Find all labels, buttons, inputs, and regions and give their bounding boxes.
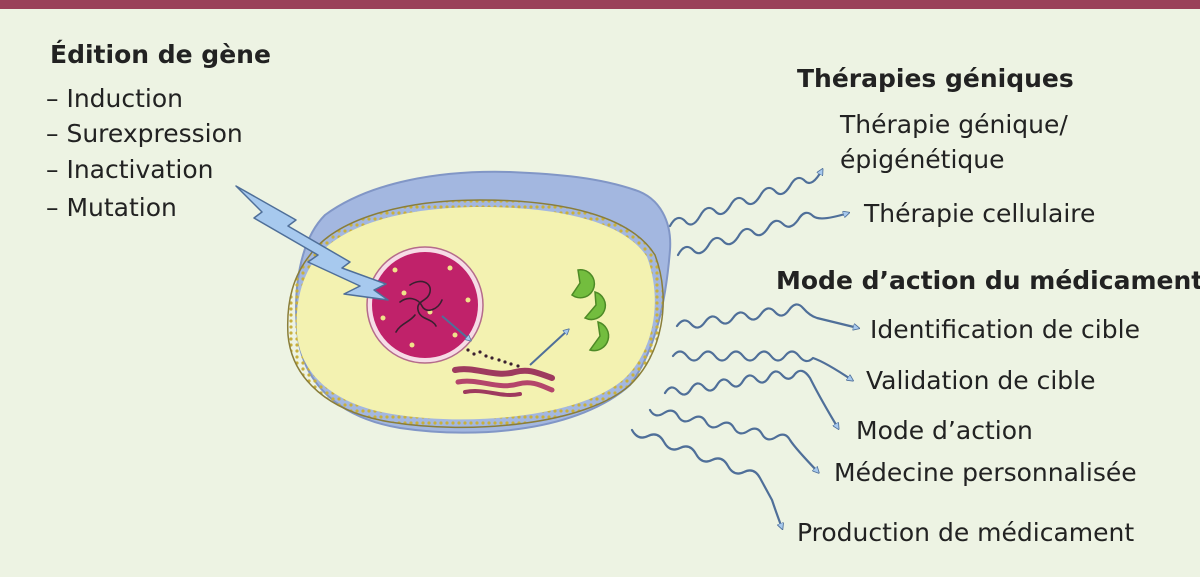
gene-therapy-label-line2: épigénétique: [840, 145, 1005, 174]
gene-therapy-label-line1: Thérapie génique/: [840, 110, 1068, 139]
gene-editing-item-mutation: – Mutation: [46, 193, 177, 222]
wave-arrow-4: [671, 350, 852, 381]
nucleus: [372, 252, 478, 358]
gene-editing-item-overexpression: – Surexpression: [46, 119, 243, 148]
wave-arrow-3: [675, 303, 858, 328]
top-bar: [0, 0, 1200, 9]
gene-editing-item-inactivation: – Inactivation: [46, 155, 214, 184]
drug-production-label: Production de médicament: [797, 518, 1135, 547]
wave-arrow-5: [663, 369, 838, 428]
gene-editing-title: Édition de gène: [50, 40, 271, 69]
target-validation-label: Validation de cible: [866, 366, 1096, 395]
ribosome-dots: [466, 348, 520, 368]
wave-arrow-2: [676, 213, 848, 257]
drug-moa-title: Mode d’action du médicament: [776, 266, 1200, 295]
wave-arrow-6: [648, 408, 818, 472]
gene-therapies-title: Thérapies géniques: [797, 64, 1074, 93]
green-proteins: [570, 269, 610, 352]
target-identification-label: Identification de cible: [870, 315, 1140, 344]
gene-editing-item-induction: – Induction: [46, 84, 184, 113]
personalized-medicine-label: Médecine personnalisée: [834, 458, 1137, 487]
rna-strands: [452, 366, 555, 397]
chromatin: [395, 280, 443, 333]
arrow-nucleus-to-rna: [441, 315, 470, 340]
mode-of-action-label: Mode d’action: [856, 416, 1033, 445]
wave-arrow-7: [630, 428, 782, 528]
gene-editing-arrow: [235, 185, 389, 301]
wave-arrow-1: [668, 170, 822, 228]
cell-therapy-label: Thérapie cellulaire: [864, 199, 1096, 228]
wavy-arrows: [630, 170, 858, 528]
arrow-rna-to-protein: [529, 330, 568, 366]
